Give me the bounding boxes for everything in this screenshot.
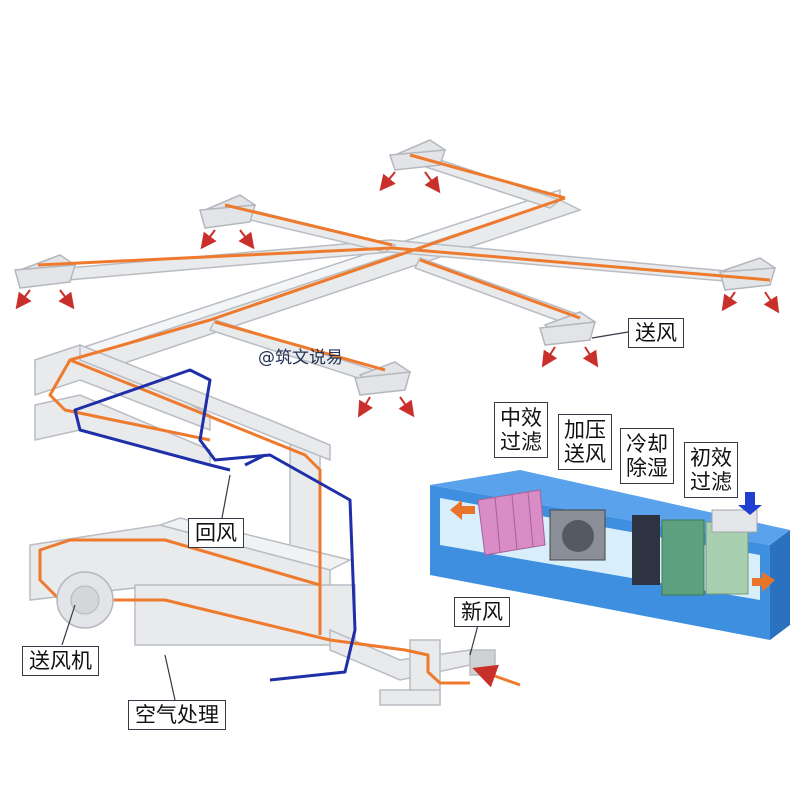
- label-leaders: [61, 331, 629, 701]
- diffuser-4: [719, 257, 777, 291]
- ahu-supply-fan: [549, 509, 606, 561]
- label-primary-filter: 初效 过滤: [684, 442, 738, 499]
- label-return-air: 回风: [188, 518, 244, 549]
- label-cooling-dehumidify: 冷却 除湿: [620, 428, 674, 485]
- diffuser-3: [14, 254, 77, 289]
- ahu-medium-filter: [477, 489, 546, 556]
- watermark: @筑文说易: [258, 348, 343, 368]
- supply-fan-unit: [56, 571, 114, 629]
- label-primary-filter-line2: 过滤: [690, 470, 732, 495]
- supply-duct-network: [29, 149, 771, 706]
- supply-air-arrows: [15, 171, 780, 418]
- label-medium-filter-line1: 中效: [500, 406, 542, 430]
- label-primary-filter-line1: 初效: [690, 446, 732, 470]
- label-pressurized-supply-line1: 加压: [564, 418, 606, 442]
- label-air-handling: 空气处理: [128, 700, 226, 731]
- diffuser-1: [388, 139, 447, 171]
- fresh-air-arrow: [472, 664, 521, 688]
- label-supply-air: 送风: [628, 318, 684, 349]
- diffuser-6: [354, 361, 412, 396]
- label-supply-fan: 送风机: [22, 646, 99, 677]
- label-medium-filter-line2: 过滤: [500, 430, 542, 455]
- label-cooling-dehumidify-line1: 冷却: [626, 432, 668, 456]
- ahu-airflow-arrows: [450, 492, 775, 592]
- ahu-primary-filter: [705, 509, 758, 595]
- diffuser-5: [539, 311, 597, 346]
- return-air-flow-line: [73, 368, 357, 682]
- label-fresh-air: 新风: [454, 597, 510, 628]
- label-pressurized-supply: 加压 送风: [558, 414, 612, 471]
- label-medium-filter: 中效 过滤: [494, 402, 548, 459]
- label-pressurized-supply-line2: 送风: [564, 442, 606, 467]
- ahu-cooling-coil: [632, 515, 705, 596]
- label-cooling-dehumidify-line2: 除湿: [626, 456, 668, 481]
